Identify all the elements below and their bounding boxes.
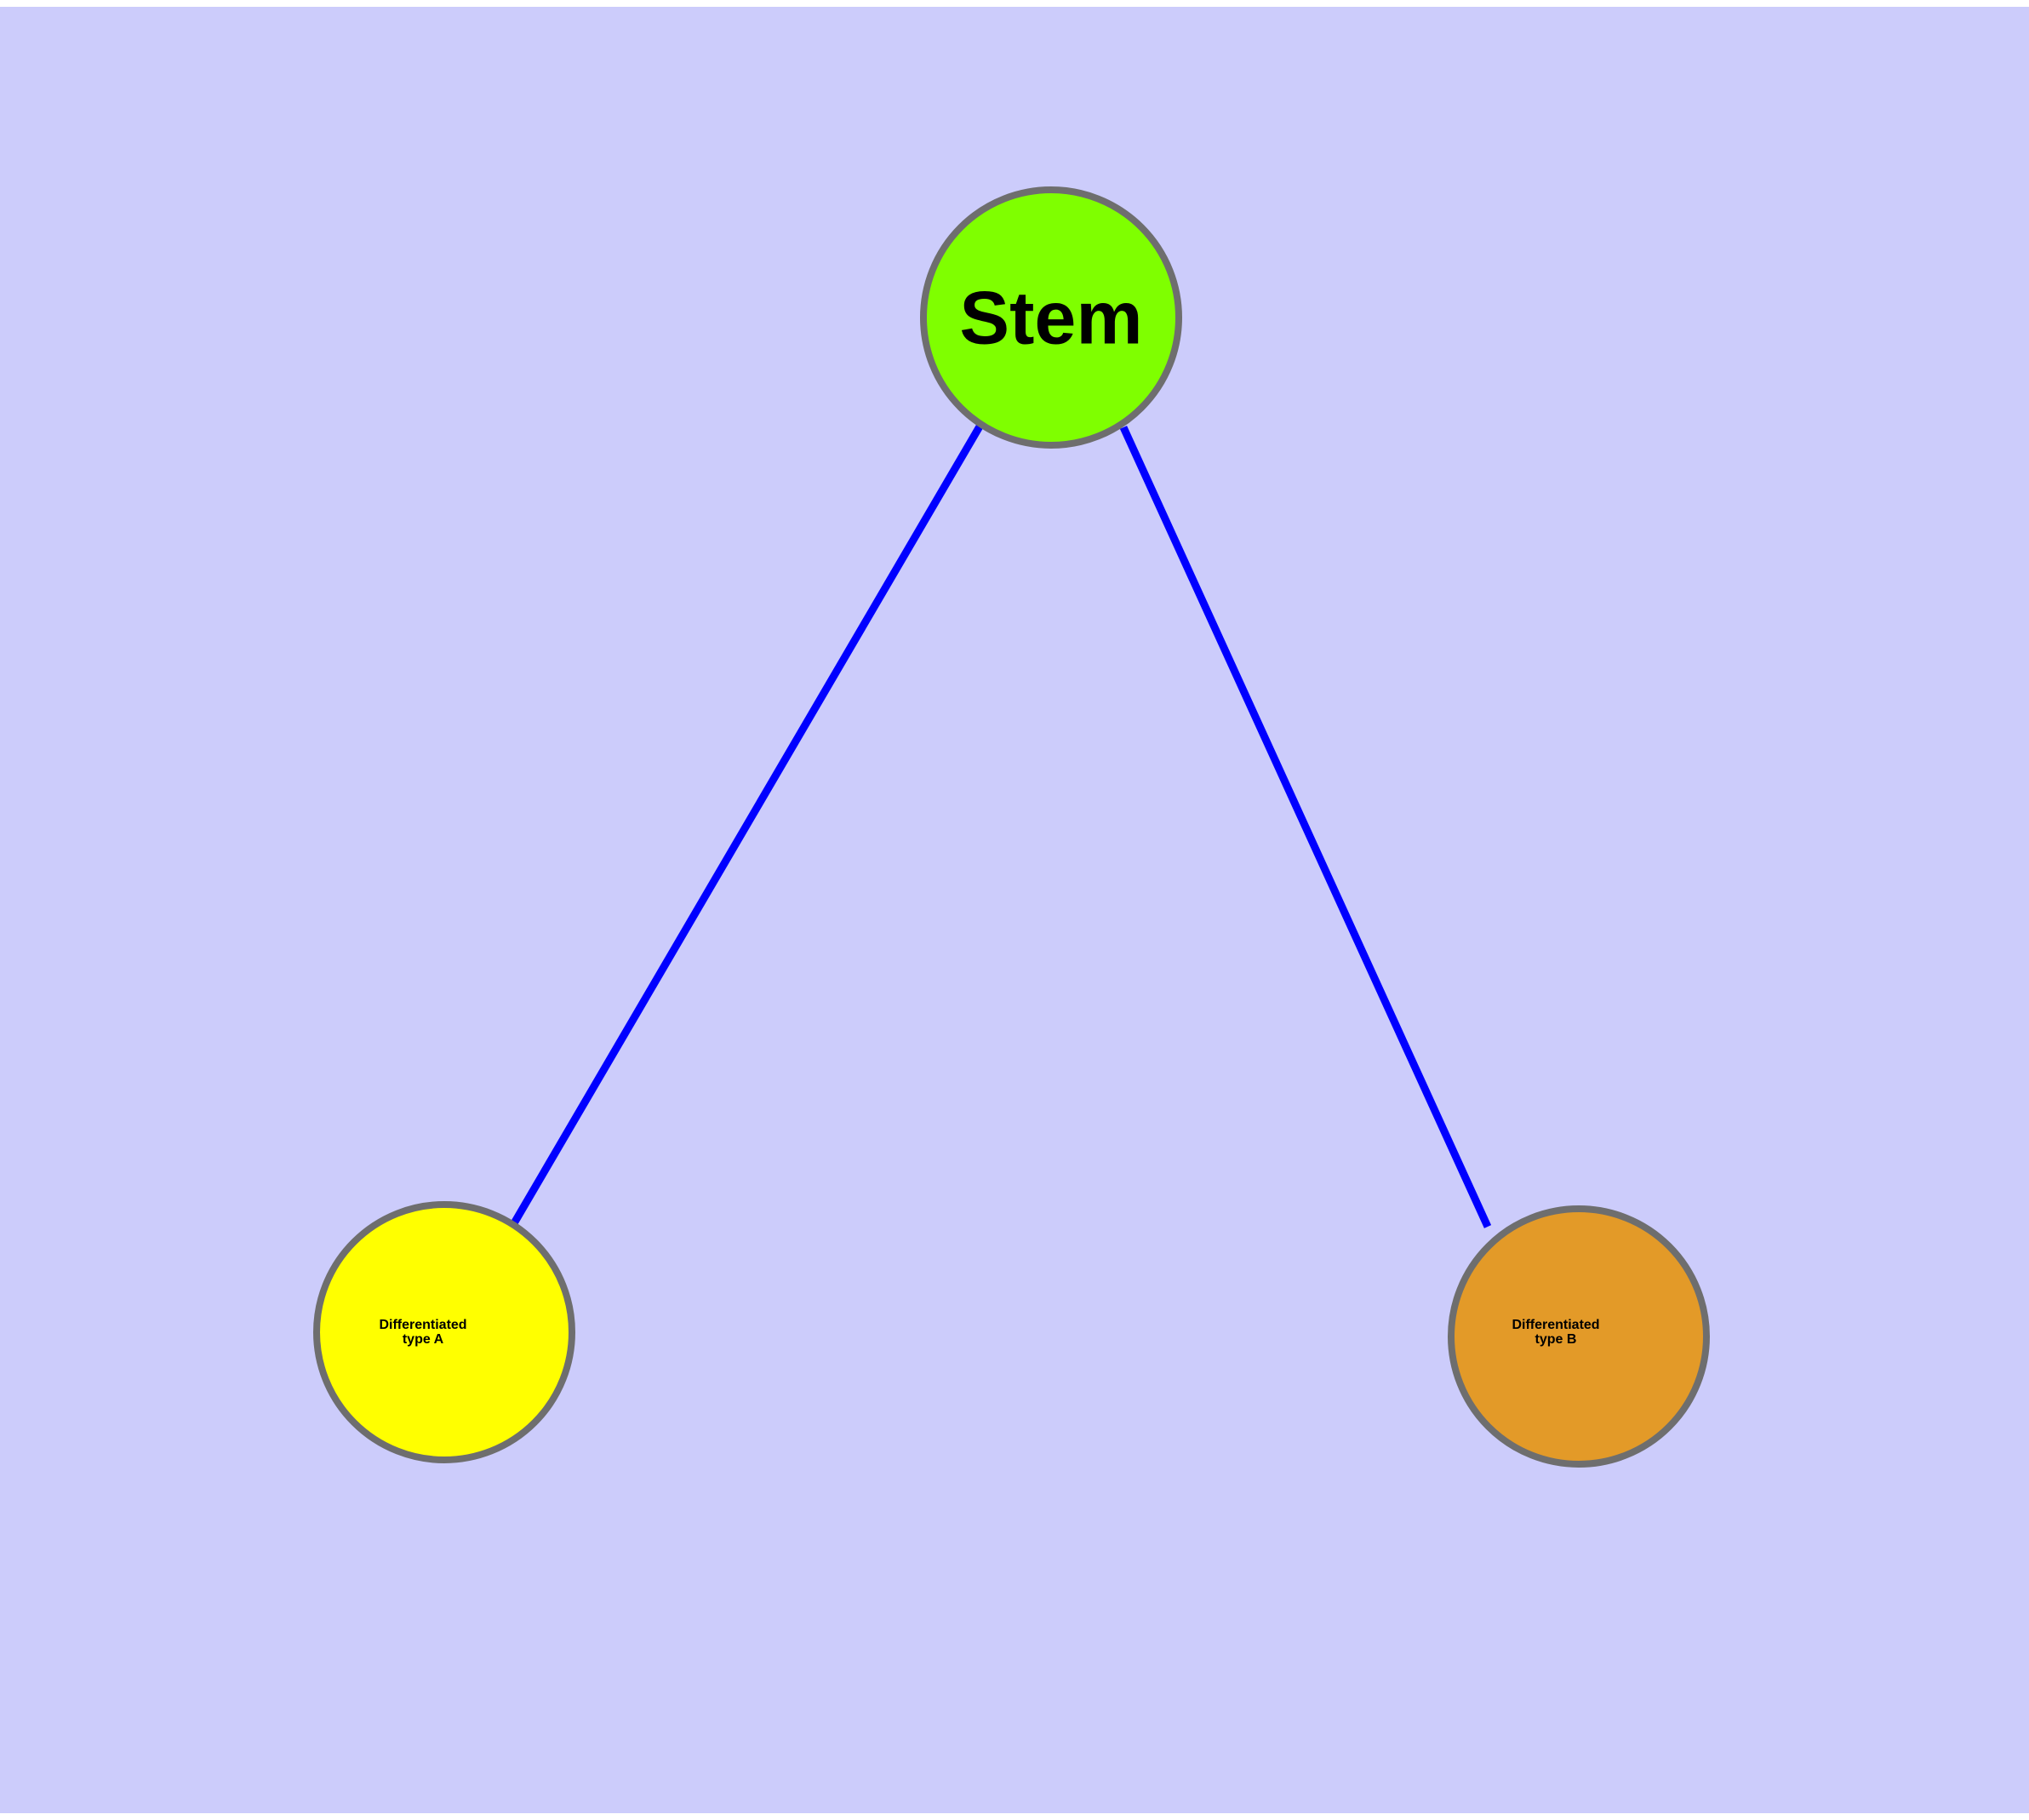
node-diff-type-b[interactable] (1448, 1205, 1710, 1468)
edge-stem-to-type-a[interactable] (511, 424, 983, 1226)
edge-stem-to-type-b[interactable] (1119, 426, 1492, 1228)
nodes-layer (313, 186, 1710, 1468)
edges-layer (511, 424, 1492, 1228)
node-stem[interactable] (920, 186, 1182, 449)
node-diff-type-a[interactable] (313, 1201, 575, 1463)
